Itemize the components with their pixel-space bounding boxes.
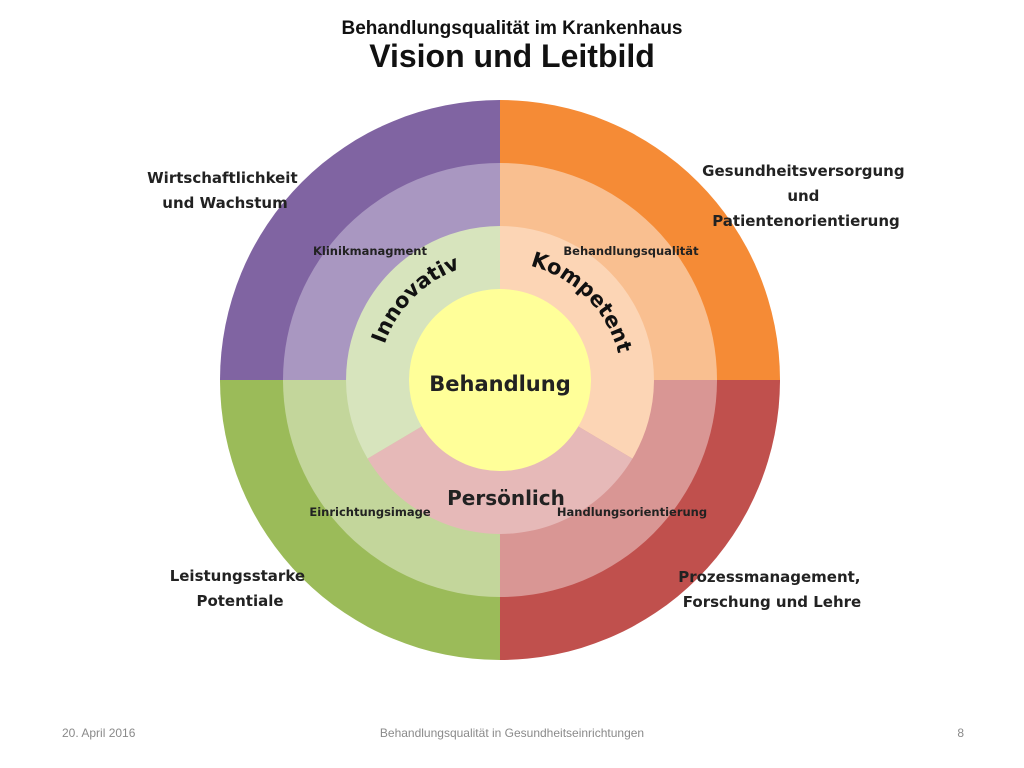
center-circle: [409, 289, 591, 471]
label-wirtschaft: Wirtschaftlichkeit und Wachstum: [147, 169, 303, 212]
label-handlungsorientierung: Handlungsorientierung: [557, 505, 707, 519]
subtitle: Behandlungsqualität im Krankenhaus: [341, 18, 683, 39]
label-gesundheit: Gesundheitsversorgung und Patientenorien…: [702, 162, 910, 230]
label-behandlungsqualitaet: Behandlungsqualität: [563, 244, 699, 258]
label-prozess: Prozessmanagement, Forschung und Lehre: [678, 568, 866, 611]
label-leistung: Leistungsstarke Potentiale: [170, 567, 311, 610]
footer-title: Behandlungsqualität in Gesundheitseinric…: [379, 726, 645, 740]
label-klinikmanagement: Klinikmanagment: [313, 244, 427, 258]
center-label: Behandlung: [429, 372, 570, 396]
label-einrichtungsimage: Einrichtungsimage: [309, 505, 430, 519]
value-persoenlich: Persönlich: [447, 486, 565, 510]
page-number: 8: [957, 726, 964, 740]
footer-date: 20. April 2016: [62, 726, 136, 740]
page-title: Vision und Leitbild: [369, 38, 655, 74]
